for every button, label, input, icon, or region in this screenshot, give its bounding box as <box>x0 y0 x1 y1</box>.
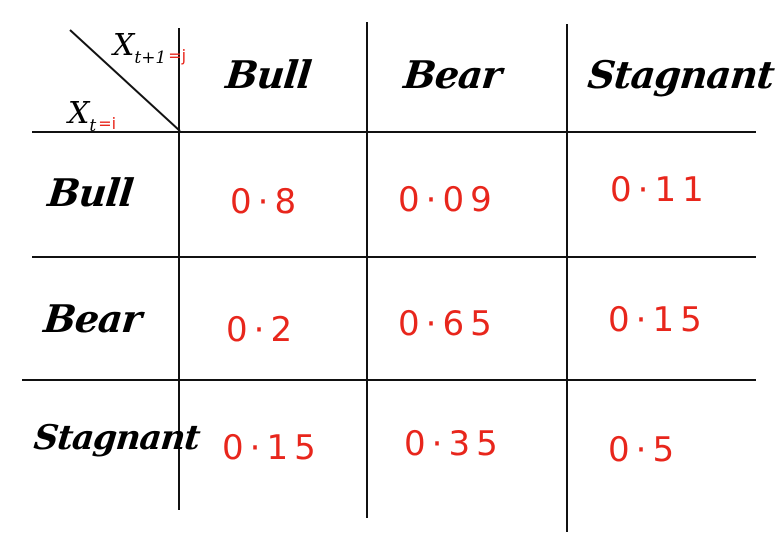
value-bull-bear: 0·09 <box>398 180 498 220</box>
column-divider-1 <box>178 28 180 510</box>
column-header-bull: Bull <box>223 52 313 97</box>
column-divider-2 <box>366 22 368 518</box>
row-header-bear: Bear <box>41 296 144 341</box>
current-state-label: Xt=i <box>68 96 117 136</box>
column-divider-3 <box>566 24 568 532</box>
next-state-variable: X <box>113 28 135 63</box>
row-divider-2 <box>22 379 756 381</box>
row-divider-1 <box>32 256 756 258</box>
current-state-variable: X <box>68 96 90 131</box>
value-stagnant-bull: 0·15 <box>222 428 322 468</box>
value-bull-bull: 0·8 <box>230 182 303 222</box>
value-bear-stagnant: 0·15 <box>608 300 708 340</box>
row-header-bull: Bull <box>45 170 135 215</box>
value-bear-bear: 0·65 <box>398 304 498 344</box>
value-stagnant-stagnant: 0·5 <box>608 430 681 470</box>
next-state-subscript: t+1 <box>134 48 167 68</box>
column-header-stagnant: Stagnant <box>585 52 776 97</box>
next-state-equals: =j <box>168 46 187 65</box>
current-state-subscript: t <box>89 116 97 136</box>
header-divider <box>32 131 756 133</box>
value-bear-bull: 0·2 <box>226 310 299 350</box>
value-bull-stagnant: 0·11 <box>610 170 710 210</box>
current-state-equals: =i <box>98 114 117 133</box>
next-state-label: Xt+1=j <box>113 28 187 68</box>
row-header-stagnant: Stagnant <box>31 418 202 458</box>
value-stagnant-bear: 0·35 <box>404 424 504 464</box>
column-header-bear: Bear <box>401 52 504 97</box>
